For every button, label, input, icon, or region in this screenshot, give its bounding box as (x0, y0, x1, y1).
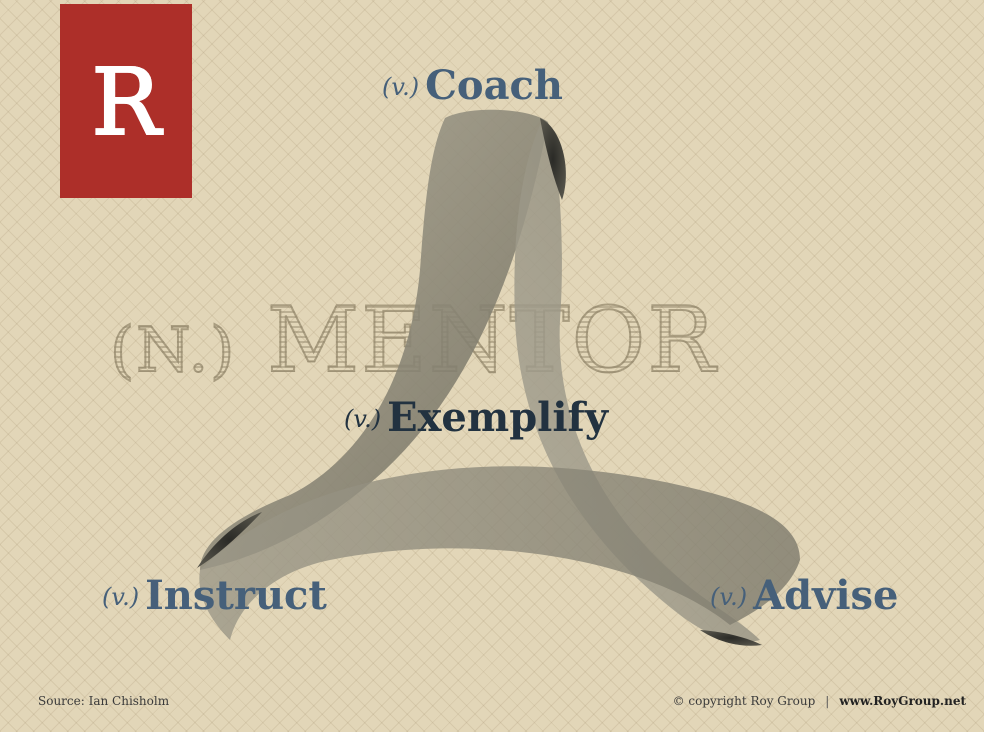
ribbon-end-left (197, 512, 262, 568)
verb-pos: (v.) (710, 583, 748, 611)
verb-pos: (v.) (382, 73, 420, 101)
mentor-pos: (N.) (109, 313, 237, 386)
copyright-line: © copyright Roy Group | www.RoyGroup.net (673, 694, 966, 708)
verb-word: Exemplify (387, 394, 608, 441)
verb-word: Instruct (145, 572, 327, 619)
ribbon-end-right (700, 630, 762, 646)
verb-instruct: (v.)Instruct (102, 576, 327, 616)
website-link[interactable]: www.RoyGroup.net (839, 694, 966, 708)
ribbon-left-loop (200, 109, 548, 570)
roy-group-logo: R (60, 4, 192, 198)
copyright-text: © copyright Roy Group (672, 694, 816, 708)
ribbon-bottom-band (199, 466, 800, 640)
ribbon-end-top (540, 118, 566, 200)
verb-exemplify: (v.)Exemplify (344, 398, 608, 438)
logo-letter: R (90, 49, 161, 156)
verb-advise: (v.)Advise (710, 576, 899, 616)
verb-word: Advise (753, 572, 899, 619)
verb-pos: (v.) (102, 583, 140, 611)
verb-word: Coach (425, 62, 563, 109)
verb-coach: (v.)Coach (382, 66, 563, 106)
footer-separator: | (825, 694, 830, 708)
source-credit: Source: Ian Chisholm (38, 694, 170, 708)
verb-pos: (v.) (344, 405, 382, 433)
